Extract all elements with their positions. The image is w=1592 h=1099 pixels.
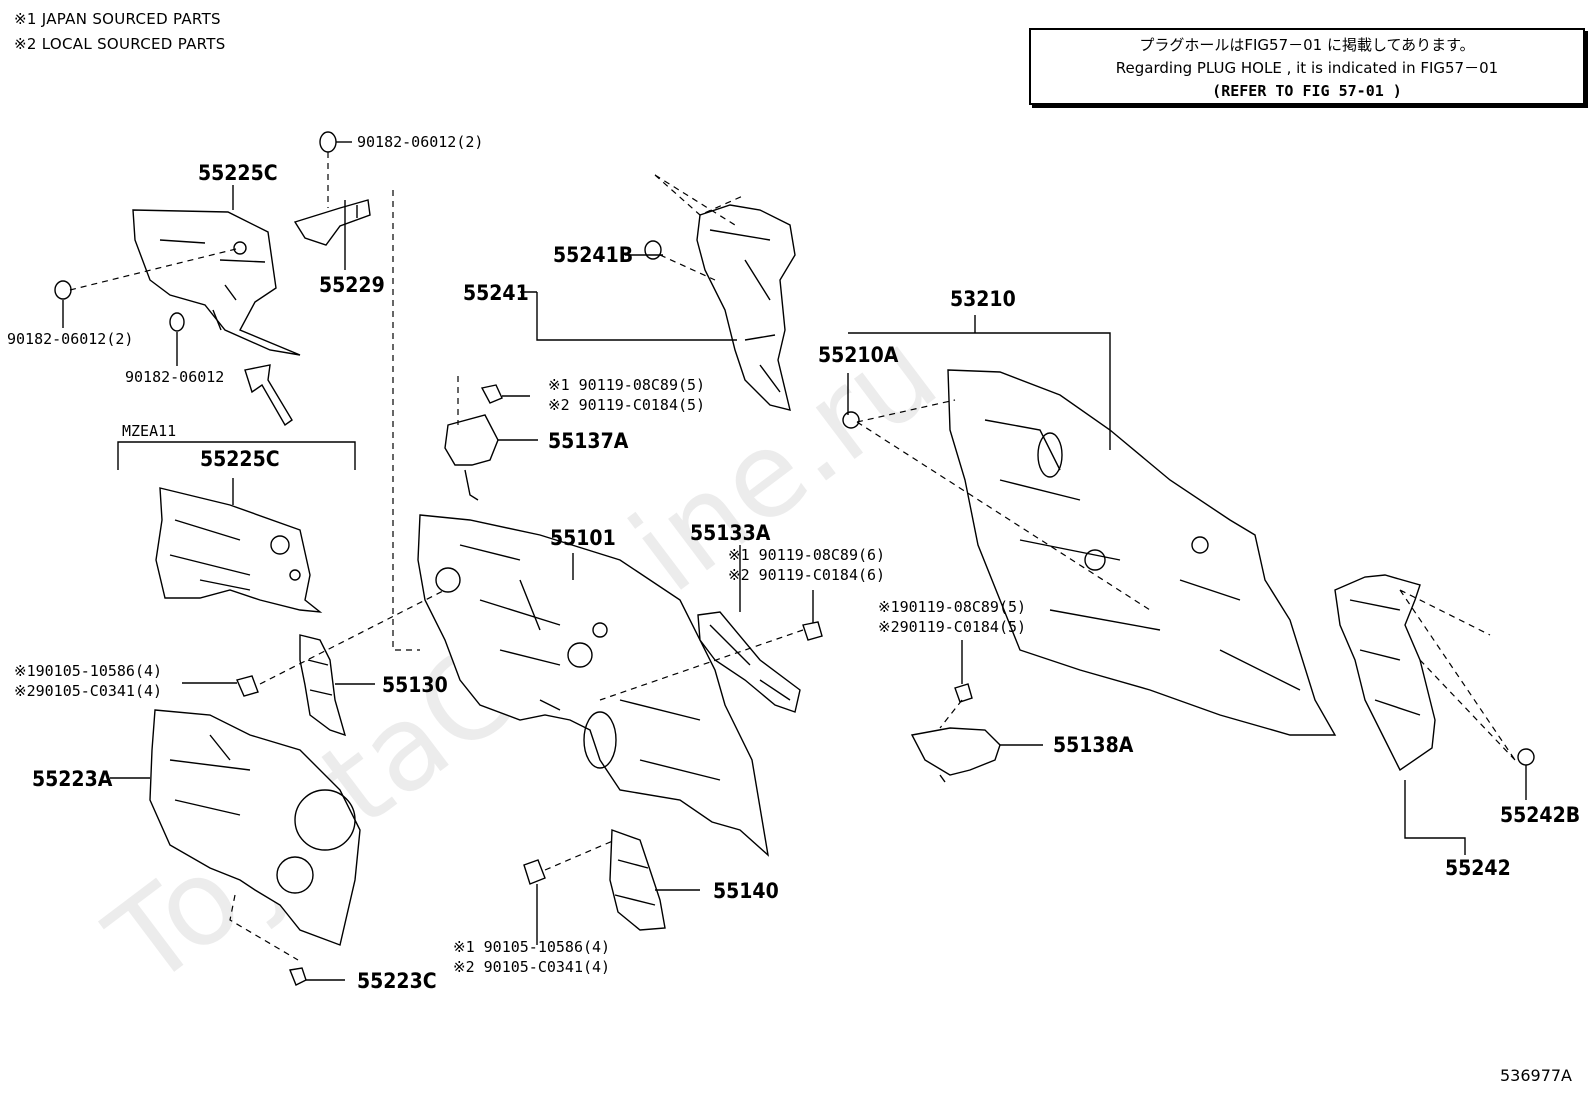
bracket-55140 — [609, 829, 666, 931]
insulator-55241 — [696, 204, 796, 411]
bolt-55138a — [954, 683, 973, 703]
insulator-55225c-upper — [132, 209, 301, 356]
label-90182-single: 90182-06012 — [125, 368, 224, 386]
legend-local-sourced: ※2 LOCAL SOURCED PARTS — [14, 35, 226, 53]
label-55241: 55241 — [463, 281, 529, 305]
label-55223c: 55223C — [357, 969, 437, 993]
clip-55242b — [1517, 748, 1535, 766]
label-55210a: 55210A — [818, 343, 899, 367]
label-bolt1-local: ※2 90119-C0184(5) — [548, 396, 705, 414]
silencer-55223a — [149, 709, 361, 946]
label-55229: 55229 — [319, 273, 385, 297]
bracket-55229 — [293, 199, 371, 246]
label-55242b: 55242B — [1500, 803, 1580, 827]
bracket-55137a — [444, 414, 499, 466]
label-bolt2-japan: ※1 90119-08C89(6) — [728, 546, 885, 564]
note-line-english: Regarding PLUG HOLE , it is indicated in… — [1115, 59, 1499, 77]
bolt-55137a — [480, 384, 503, 404]
label-55241b: 55241B — [553, 243, 633, 267]
label-bolt3-local: ※290119-C0184(5) — [878, 618, 1026, 636]
label-55140: 55140 — [713, 879, 779, 903]
label-55242: 55242 — [1445, 856, 1511, 880]
label-55130: 55130 — [382, 673, 448, 697]
clip-55241b — [644, 240, 662, 260]
label-55225c-lower: 55225C — [200, 447, 280, 471]
bracket-55133a — [697, 611, 801, 713]
label-55223a: 55223A — [32, 767, 113, 791]
label-55101: 55101 — [550, 526, 616, 550]
label-bolt4-local: ※290105-C0341(4) — [14, 682, 162, 700]
bracket-55130 — [299, 634, 347, 737]
clip-90182-single — [169, 312, 185, 332]
label-bolt5-japan: ※1 90105-10586(4) — [453, 938, 610, 956]
bolt-55133a — [802, 621, 823, 641]
plug-hole-note: プラグホールはFIG57－01 に掲載してあります。 Regarding PLU… — [1029, 28, 1585, 105]
note-line-japanese: プラグホールはFIG57－01 に掲載してあります。 — [1139, 36, 1475, 54]
note-line-refer: (REFER TO FIG 57-01 ) — [1212, 82, 1402, 100]
clip-90182-top — [319, 131, 337, 153]
insulator-55225c-lower — [155, 487, 323, 613]
clip-90182-left — [54, 280, 72, 300]
label-55225c-top: 55225C — [198, 161, 278, 185]
clip-55223c — [289, 967, 307, 986]
label-55137a: 55137A — [548, 429, 629, 453]
label-mzea11: MZEA11 — [122, 422, 176, 440]
direction-arrow — [244, 364, 293, 427]
label-55133a: 55133A — [690, 521, 771, 545]
label-bolt4-japan: ※190105-10586(4) — [14, 662, 162, 680]
label-55138a: 55138A — [1053, 733, 1134, 757]
legend-japan-sourced: ※1 JAPAN SOURCED PARTS — [14, 10, 221, 28]
label-53210: 53210 — [950, 287, 1016, 311]
label-bolt1-japan: ※1 90119-08C89(5) — [548, 376, 705, 394]
label-bolt2-local: ※2 90119-C0184(6) — [728, 566, 885, 584]
label-90182-left: 90182-06012(2) — [7, 330, 133, 348]
bracket-55138a — [910, 727, 1001, 776]
figure-code: 536977A — [1499, 1066, 1572, 1085]
insulator-55242 — [1334, 574, 1436, 772]
label-bolt5-local: ※2 90105-C0341(4) — [453, 958, 610, 976]
bolt-55130 — [236, 675, 259, 697]
bolt-55140 — [523, 859, 546, 885]
clip-55210a — [842, 411, 860, 429]
label-90182-top: 90182-06012(2) — [357, 133, 483, 151]
label-bolt3-japan: ※190119-08C89(5) — [878, 598, 1026, 616]
silencer-53210 — [947, 369, 1337, 736]
